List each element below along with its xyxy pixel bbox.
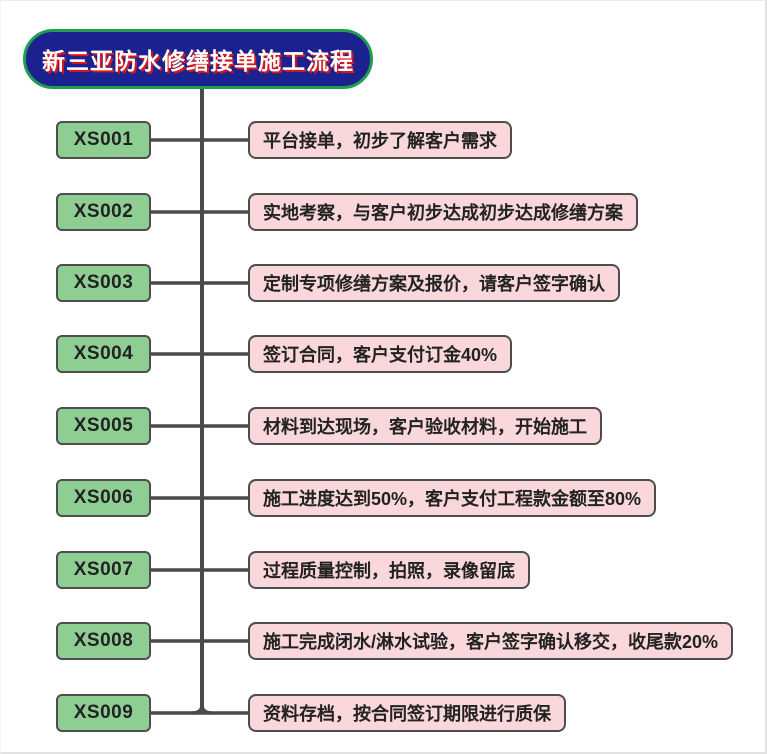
flow-step-row: XS006 施工进度达到50%，客户支付工程款金额至80% — [56, 479, 657, 517]
flow-step-row: XS008 施工完成闭水/淋水试验，客户签字确认移交，收尾款20% — [56, 622, 734, 660]
flow-step-row: XS002 实地考察，与客户初步达成初步达成修缮方案 — [56, 193, 638, 231]
step-code-box: XS003 — [56, 264, 151, 302]
flow-step-row: XS007 过程质量控制，拍照，录像留底 — [56, 551, 530, 589]
step-code-box: XS007 — [56, 551, 151, 589]
step-desc-box: 平台接单，初步了解客户需求 — [248, 121, 512, 159]
flowchart-title-pill: 新三亚防水修缮接单施工流程 — [23, 29, 373, 89]
flow-step-row: XS009 资料存档，按合同签订期限进行质保 — [56, 694, 566, 732]
step-desc-box: 资料存档，按合同签订期限进行质保 — [248, 694, 566, 732]
step-desc-box: 实地考察，与客户初步达成初步达成修缮方案 — [248, 193, 638, 231]
step-code-box: XS002 — [56, 193, 151, 231]
flowchart-title: 新三亚防水修缮接单施工流程 — [42, 48, 354, 74]
step-desc-box: 签订合同，客户支付订金40% — [248, 335, 513, 373]
step-code-box: XS001 — [56, 121, 151, 159]
flow-step-row: XS005 材料到达现场，客户验收材料，开始施工 — [56, 407, 602, 445]
flow-step-row: XS003 定制专项修缮方案及报价，请客户签字确认 — [56, 264, 620, 302]
step-desc-box: 施工完成闭水/淋水试验，客户签字确认移交，收尾款20% — [248, 622, 734, 660]
step-desc-box: 材料到达现场，客户验收材料，开始施工 — [248, 407, 602, 445]
step-code-box: XS009 — [56, 694, 151, 732]
flow-step-row: XS004 签订合同，客户支付订金40% — [56, 335, 513, 373]
flow-step-row: XS001 平台接单，初步了解客户需求 — [56, 121, 512, 159]
step-desc-box: 施工进度达到50%，客户支付工程款金额至80% — [248, 479, 657, 517]
step-code-box: XS008 — [56, 622, 151, 660]
step-desc-box: 定制专项修缮方案及报价，请客户签字确认 — [248, 264, 620, 302]
step-code-box: XS006 — [56, 479, 151, 517]
step-code-box: XS004 — [56, 335, 151, 373]
step-desc-box: 过程质量控制，拍照，录像留底 — [248, 551, 530, 589]
step-code-box: XS005 — [56, 407, 151, 445]
